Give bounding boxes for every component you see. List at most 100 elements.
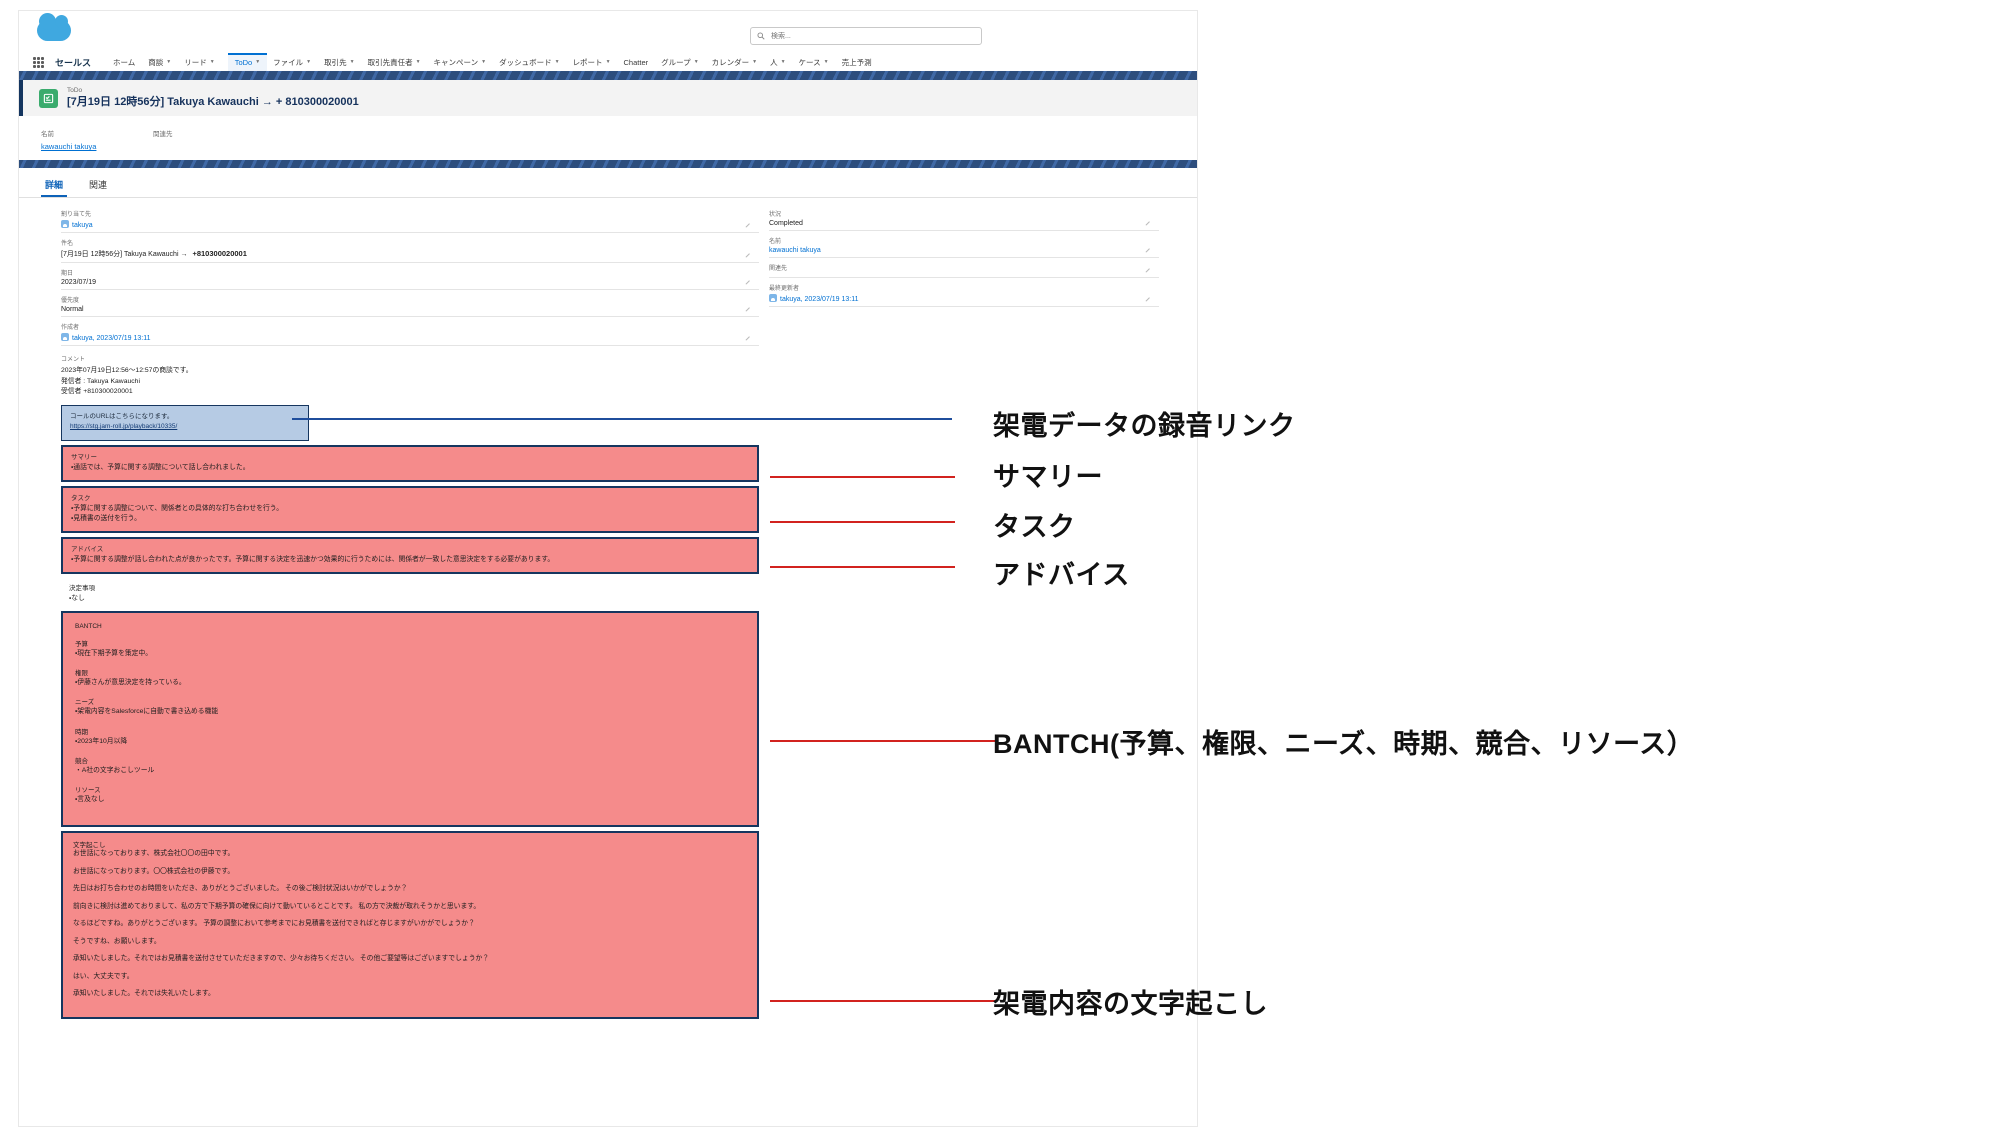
bantch-group-title: リソース <box>75 786 101 794</box>
recording-url-link[interactable]: https://stg.jam-roll.jp/playback/10335/ <box>70 423 178 431</box>
comment-line-0: 2023年07月19日12:56〜12:57の商談です。 <box>61 367 193 375</box>
nav-item-7[interactable]: キャンペーン▼ <box>434 53 487 71</box>
transcript-paragraph-6: 承知いたしました。それではお見積書を送付させていただきますので、少々お待ちくださ… <box>73 955 490 963</box>
field-value: Completed <box>769 220 803 228</box>
chevron-down-icon[interactable]: ▼ <box>255 58 261 65</box>
chevron-down-icon[interactable]: ▼ <box>306 58 312 65</box>
field-value[interactable]: takuya <box>61 220 759 229</box>
nav-item-9[interactable]: レポート▼ <box>573 53 611 71</box>
task-title: タスク <box>71 494 91 502</box>
task-section: タスク ・予算に関する調整について、関係者との具体的な打ち合わせを行う。・見積書… <box>61 485 759 534</box>
chevron-down-icon[interactable]: ▼ <box>481 58 487 65</box>
record-header: ToDo [7月19日 12時56分] Takuya Kawauchi → + … <box>19 80 1197 117</box>
salesforce-cloud-logo[interactable] <box>37 13 71 42</box>
field-value[interactable]: takuya, 2023/07/19 13:11 <box>769 294 1159 303</box>
transcript-title: 文字起こし <box>73 842 106 850</box>
nav-item-14[interactable]: ケース▼ <box>799 53 829 71</box>
nav-item-label: ホーム <box>113 57 136 67</box>
record-field-value[interactable]: kawauchi takuya <box>41 142 97 152</box>
advice-section: アドバイス ・予算に関する調整が話し合われた点が良かったです。予算に関する決定を… <box>61 537 759 575</box>
subject-text: [7月19日 12時56分] Takuya Kawauchi →+8103000… <box>61 249 247 259</box>
chevron-down-icon[interactable]: ▼ <box>554 58 560 65</box>
nav-item-8[interactable]: ダッシュボード▼ <box>499 53 559 71</box>
transcript-paragraph-8: 承知いたしました。それでは失礼いたします。 <box>73 990 215 998</box>
nav-item-label: キャンペーン <box>433 57 479 67</box>
annotation-bantch: BANTCH(予算、権限、ニーズ、時期、競合、リソース） <box>993 729 1695 759</box>
field-label: 件名 <box>61 241 74 248</box>
nav-item-11[interactable]: グループ▼ <box>661 53 699 71</box>
transcript-paragraph-7: はい、大丈夫です。 <box>73 972 134 980</box>
pencil-icon[interactable] <box>1145 220 1151 226</box>
right-field-2: 関連先 <box>769 261 1159 279</box>
search-icon <box>757 32 765 40</box>
salesforce-app-window: セールス ホーム商談▼リード▼ToDo▼ファイル▼取引先▼取引先責任者▼キャンペ… <box>18 10 1198 1127</box>
field-value: Normal <box>61 306 84 314</box>
pencil-icon[interactable] <box>1145 247 1151 253</box>
chevron-down-icon[interactable]: ▼ <box>605 58 611 65</box>
pencil-icon[interactable] <box>1145 267 1151 273</box>
bantch-group-title: ニーズ <box>75 699 95 707</box>
leader-line-recording <box>292 418 952 420</box>
nav-item-4[interactable]: ファイル▼ <box>273 53 311 71</box>
bantch-group-title: 競合 <box>75 757 88 765</box>
nav-item-1[interactable]: 商談▼ <box>148 53 171 71</box>
tab-1[interactable]: 関連 <box>89 180 108 191</box>
task-line-0: ・予算に関する調整について、関係者との具体的な打ち合わせを行う。 <box>71 504 283 512</box>
nav-item-13[interactable]: 人▼ <box>770 53 785 71</box>
field-value[interactable]: takuya, 2023/07/19 13:11 <box>61 333 759 342</box>
field-value: 2023/07/19 <box>61 279 97 287</box>
tab-0[interactable]: 詳細 <box>40 178 68 198</box>
nav-item-6[interactable]: 取引先責任者▼ <box>368 53 421 71</box>
decorative-band-top <box>19 71 1197 80</box>
chevron-down-icon[interactable]: ▼ <box>780 58 786 65</box>
decision-title: 決定事項 <box>69 585 95 593</box>
chevron-down-icon[interactable]: ▼ <box>415 58 421 65</box>
global-search-box[interactable] <box>750 27 982 45</box>
nav-item-label: 取引先責任者 <box>367 57 413 67</box>
nav-item-12[interactable]: カレンダー▼ <box>712 53 757 71</box>
search-input[interactable] <box>769 31 975 41</box>
nav-item-label: Chatter <box>623 57 649 67</box>
app-launcher-icon[interactable] <box>33 56 46 68</box>
field-value[interactable]: kawauchi takuya <box>769 247 821 255</box>
pencil-icon[interactable] <box>745 252 751 258</box>
chevron-down-icon[interactable]: ▼ <box>752 58 758 65</box>
chevron-down-icon[interactable]: ▼ <box>693 58 699 65</box>
left-field-1: 件名[7月19日 12時56分] Takuya Kawauchi →+81030… <box>61 236 759 264</box>
nav-item-10[interactable]: Chatter <box>624 53 649 71</box>
transcript-paragraph-4: なるほどですね。ありがとうございます。 予算の調整において参考までにお見積書を送… <box>73 920 475 928</box>
subject-phone: +810300020001 <box>192 249 247 259</box>
chevron-down-icon[interactable]: ▼ <box>349 58 355 65</box>
nav-item-label: 取引先 <box>324 57 347 67</box>
nav-item-5[interactable]: 取引先▼ <box>324 53 354 71</box>
nav-item-3[interactable]: ToDo▼ <box>227 53 268 71</box>
summary-section: サマリー ・通話では、予算に関する調整について話し合われました。 <box>61 444 759 482</box>
nav-item-label: ファイル <box>273 57 304 67</box>
field-label: 名前 <box>769 239 782 246</box>
bantch-group-2: ニーズ・架電内容をSalesforceに自動で書き込める機能 <box>75 696 749 717</box>
bantch-group-line-0: ・伊藤さんが意思決定を持っている。 <box>75 679 186 687</box>
nav-item-label: レポート <box>572 57 603 67</box>
record-type-label: ToDo <box>67 87 83 94</box>
pencil-icon[interactable] <box>745 335 751 341</box>
bantch-group-title: 予算 <box>75 641 88 649</box>
pencil-icon[interactable] <box>745 306 751 312</box>
nav-item-0[interactable]: ホーム <box>113 53 135 71</box>
advice-title: アドバイス <box>71 546 104 554</box>
summary-line-0: ・通話では、予算に関する調整について話し合われました。 <box>71 463 250 471</box>
nav-item-15[interactable]: 売上予測 <box>842 53 872 71</box>
pencil-icon[interactable] <box>1145 296 1151 302</box>
nav-item-label: 商談 <box>148 57 164 67</box>
record-field-label: 関連先 <box>153 131 173 139</box>
field-label: 最終更新者 <box>769 286 800 293</box>
chevron-down-icon[interactable]: ▼ <box>166 58 172 65</box>
nav-item-2[interactable]: リード▼ <box>184 53 214 71</box>
pencil-icon[interactable] <box>745 279 751 285</box>
chevron-down-icon[interactable]: ▼ <box>823 58 829 65</box>
pencil-icon[interactable] <box>745 222 751 228</box>
chevron-down-icon[interactable]: ▼ <box>209 58 215 65</box>
